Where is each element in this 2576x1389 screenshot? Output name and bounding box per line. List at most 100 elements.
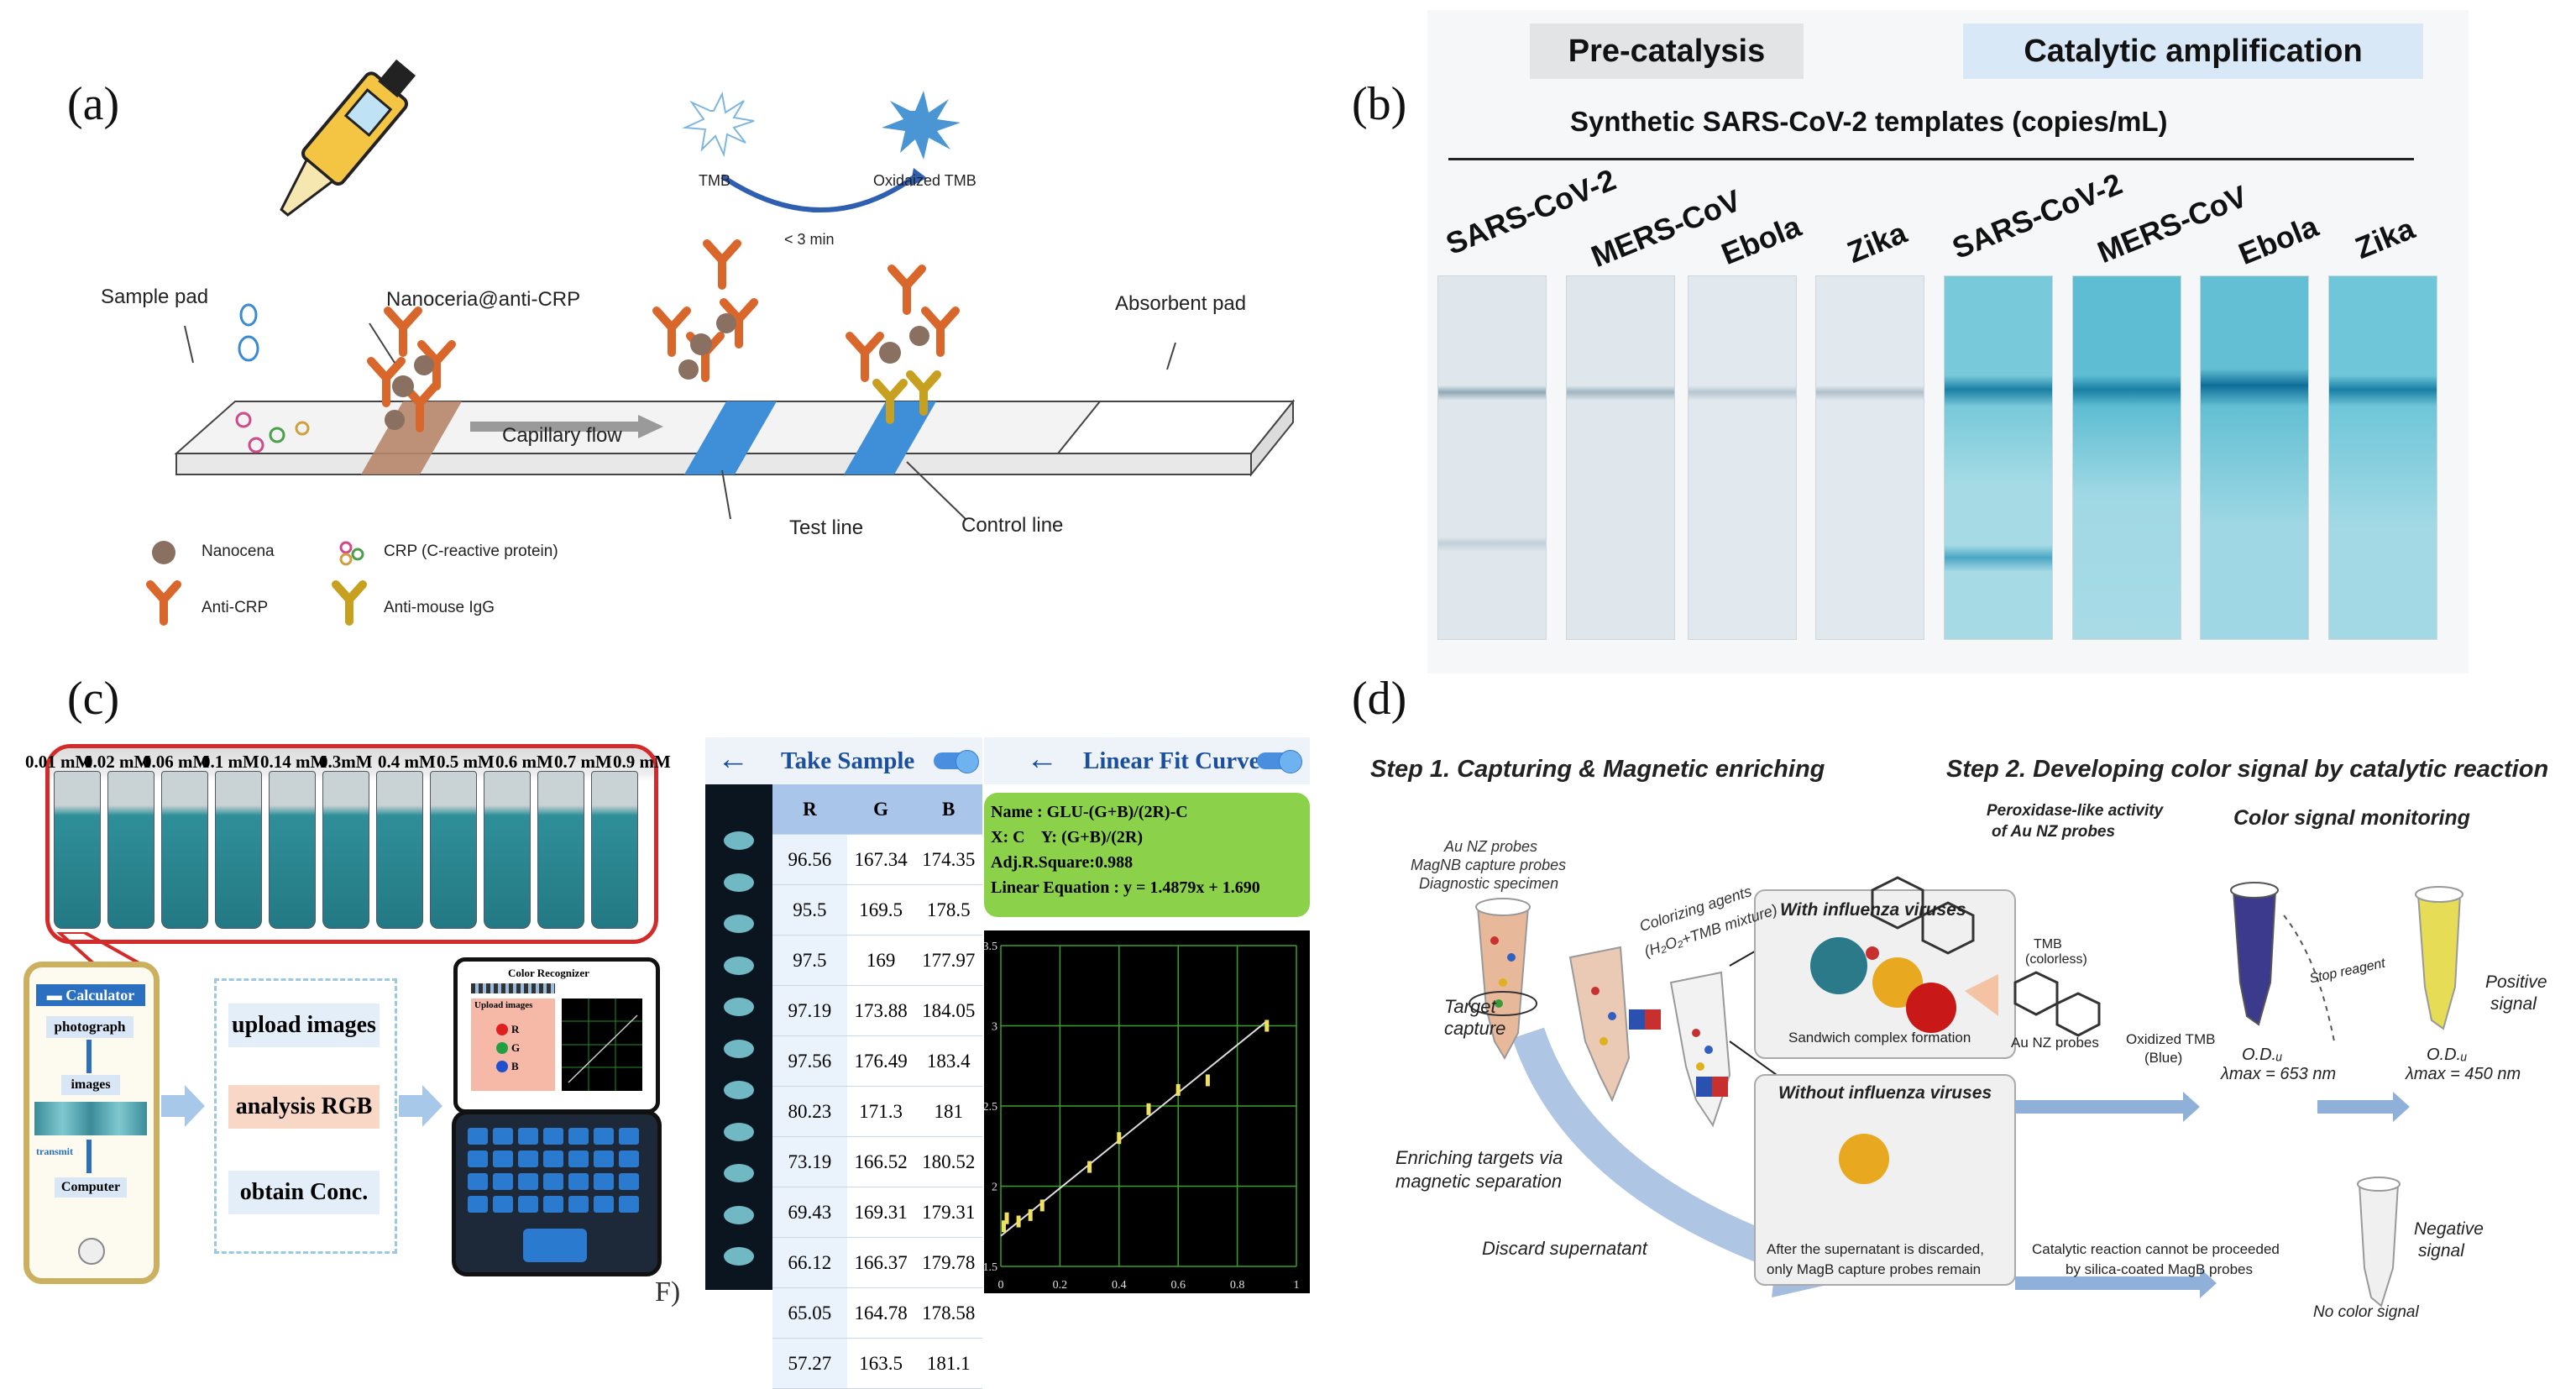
sample-dot[interactable]: [724, 998, 754, 1016]
laptop-keyboard: [468, 1128, 644, 1220]
pre-catalysis-header: Pre-catalysis: [1530, 24, 1804, 79]
x-tick-label: 0: [998, 1279, 1004, 1292]
od1-label: O.D.ᵤ: [2242, 1046, 2283, 1064]
phone-image-strip: [34, 1102, 147, 1135]
tube-target-capture: [1475, 898, 1531, 1061]
step-upload-images: upload images: [228, 1004, 380, 1047]
table-cell: 178.58: [914, 1287, 982, 1339]
step-analysis-rgb: analysis RGB: [228, 1085, 380, 1129]
table-cell: 180.52: [914, 1136, 982, 1187]
data-point: [1175, 1083, 1181, 1096]
with-virus-title: With influenza viruses: [1780, 900, 1966, 920]
data-point: [1004, 1212, 1009, 1224]
table-cell: 177.97: [914, 935, 982, 986]
table-cell: 184.05: [914, 985, 982, 1036]
table-header-cell: B: [914, 784, 982, 835]
strip-pre-zika: [1815, 275, 1924, 640]
concentration-label: 0.9 mM: [613, 752, 671, 772]
concentration-label: 0.02 mM: [84, 752, 151, 772]
take-sample-toggle[interactable]: [934, 750, 979, 773]
monitoring-title: Color signal monitoring: [2233, 806, 2470, 830]
keyboard-key: [518, 1151, 538, 1167]
oxidized-tmb-label: Oxidaized TMB: [873, 172, 976, 189]
control-line: [844, 401, 936, 474]
tube-magnetic: [1568, 946, 1661, 1103]
concentration-label: 0.01 mM: [25, 752, 92, 772]
probe-label-1: Au NZ probes: [1444, 838, 1538, 855]
take-sample-header: ← Take Sample: [705, 737, 982, 784]
nanoceria-particles: [385, 313, 929, 430]
crp-molecules: [235, 411, 310, 453]
concentration-label: 0.1 mM: [202, 752, 259, 772]
sample-dot[interactable]: [724, 1122, 754, 1141]
data-point: [1264, 1019, 1270, 1032]
table-cell: 166.52: [846, 1136, 915, 1187]
back-arrow-icon[interactable]: ←: [717, 742, 749, 777]
data-point: [1146, 1103, 1151, 1115]
y-tick-label: 3.5: [984, 941, 997, 953]
keyboard-key: [619, 1151, 639, 1167]
capillary-flow-label: Capillary flow: [502, 424, 622, 447]
strip-cat-mers: [2072, 275, 2181, 640]
negative-label-1: Negative: [2414, 1219, 2484, 1239]
keyboard-key: [468, 1151, 488, 1167]
flow-arrow-1: [161, 1085, 205, 1127]
od2-label: O.D.ᵤ: [2427, 1046, 2468, 1064]
without-virus-title: Without influenza viruses: [1778, 1083, 1992, 1103]
ox-tmb-label: Oxidized TMB: [2126, 1031, 2216, 1047]
vial: [107, 771, 154, 929]
data-point: [1002, 1220, 1007, 1233]
table-cell: 97.5: [772, 935, 847, 986]
legend-crp: CRP (C-reactive protein): [384, 542, 558, 560]
tube-negative: [2357, 1177, 2401, 1308]
laptop-touchpad[interactable]: [523, 1229, 587, 1262]
absorbent-pad-label: Absorbent pad: [1115, 292, 1247, 315]
oxidized-tmb-molecule-icon: [2013, 971, 2101, 1037]
sample-dot[interactable]: [724, 1247, 754, 1266]
data-point: [1087, 1161, 1092, 1173]
table-cell: 171.3: [846, 1086, 915, 1137]
keyboard-key: [568, 1196, 589, 1213]
sample-dot[interactable]: [724, 956, 754, 975]
sample-dot[interactable]: [724, 831, 754, 850]
nanoceria-legend-icon: [152, 541, 175, 564]
sample-dot[interactable]: [724, 873, 754, 892]
strip-pre-ebola: [1688, 275, 1797, 640]
table-cell: 173.88: [846, 985, 915, 1036]
keyboard-key: [493, 1151, 513, 1167]
sample-dot[interactable]: [724, 1205, 754, 1224]
table-cell: 97.56: [772, 1035, 847, 1087]
y-tick-label: 2: [992, 1182, 997, 1194]
laptop: Color Recognizer Upload images R G B: [452, 957, 662, 1276]
sample-dot[interactable]: [724, 1164, 754, 1182]
strip-pre-sars: [1437, 275, 1547, 640]
sample-dot[interactable]: [724, 1039, 754, 1058]
phone-home-button[interactable]: [78, 1238, 105, 1265]
y-tick-label: 3: [992, 1021, 997, 1034]
linear-fit-toggle[interactable]: [1257, 750, 1302, 773]
sample-dot[interactable]: [724, 1081, 754, 1099]
g-label: G: [511, 1041, 521, 1054]
positive-label-1: Positive: [2485, 972, 2547, 992]
tmb-colorless-label: (colorless): [2025, 952, 2087, 967]
phone-arrow-1: [86, 1040, 92, 1073]
sample-dot[interactable]: [724, 915, 754, 933]
keyboard-key: [594, 1173, 614, 1190]
keyboard-key: [543, 1196, 563, 1213]
table-cell: 183.4: [914, 1035, 982, 1087]
anti-mouse-legend-icon: [332, 580, 367, 626]
absorbent-region: [1055, 401, 1296, 454]
fit-line: [1000, 1020, 1268, 1237]
back-arrow-icon[interactable]: ←: [1026, 742, 1058, 777]
